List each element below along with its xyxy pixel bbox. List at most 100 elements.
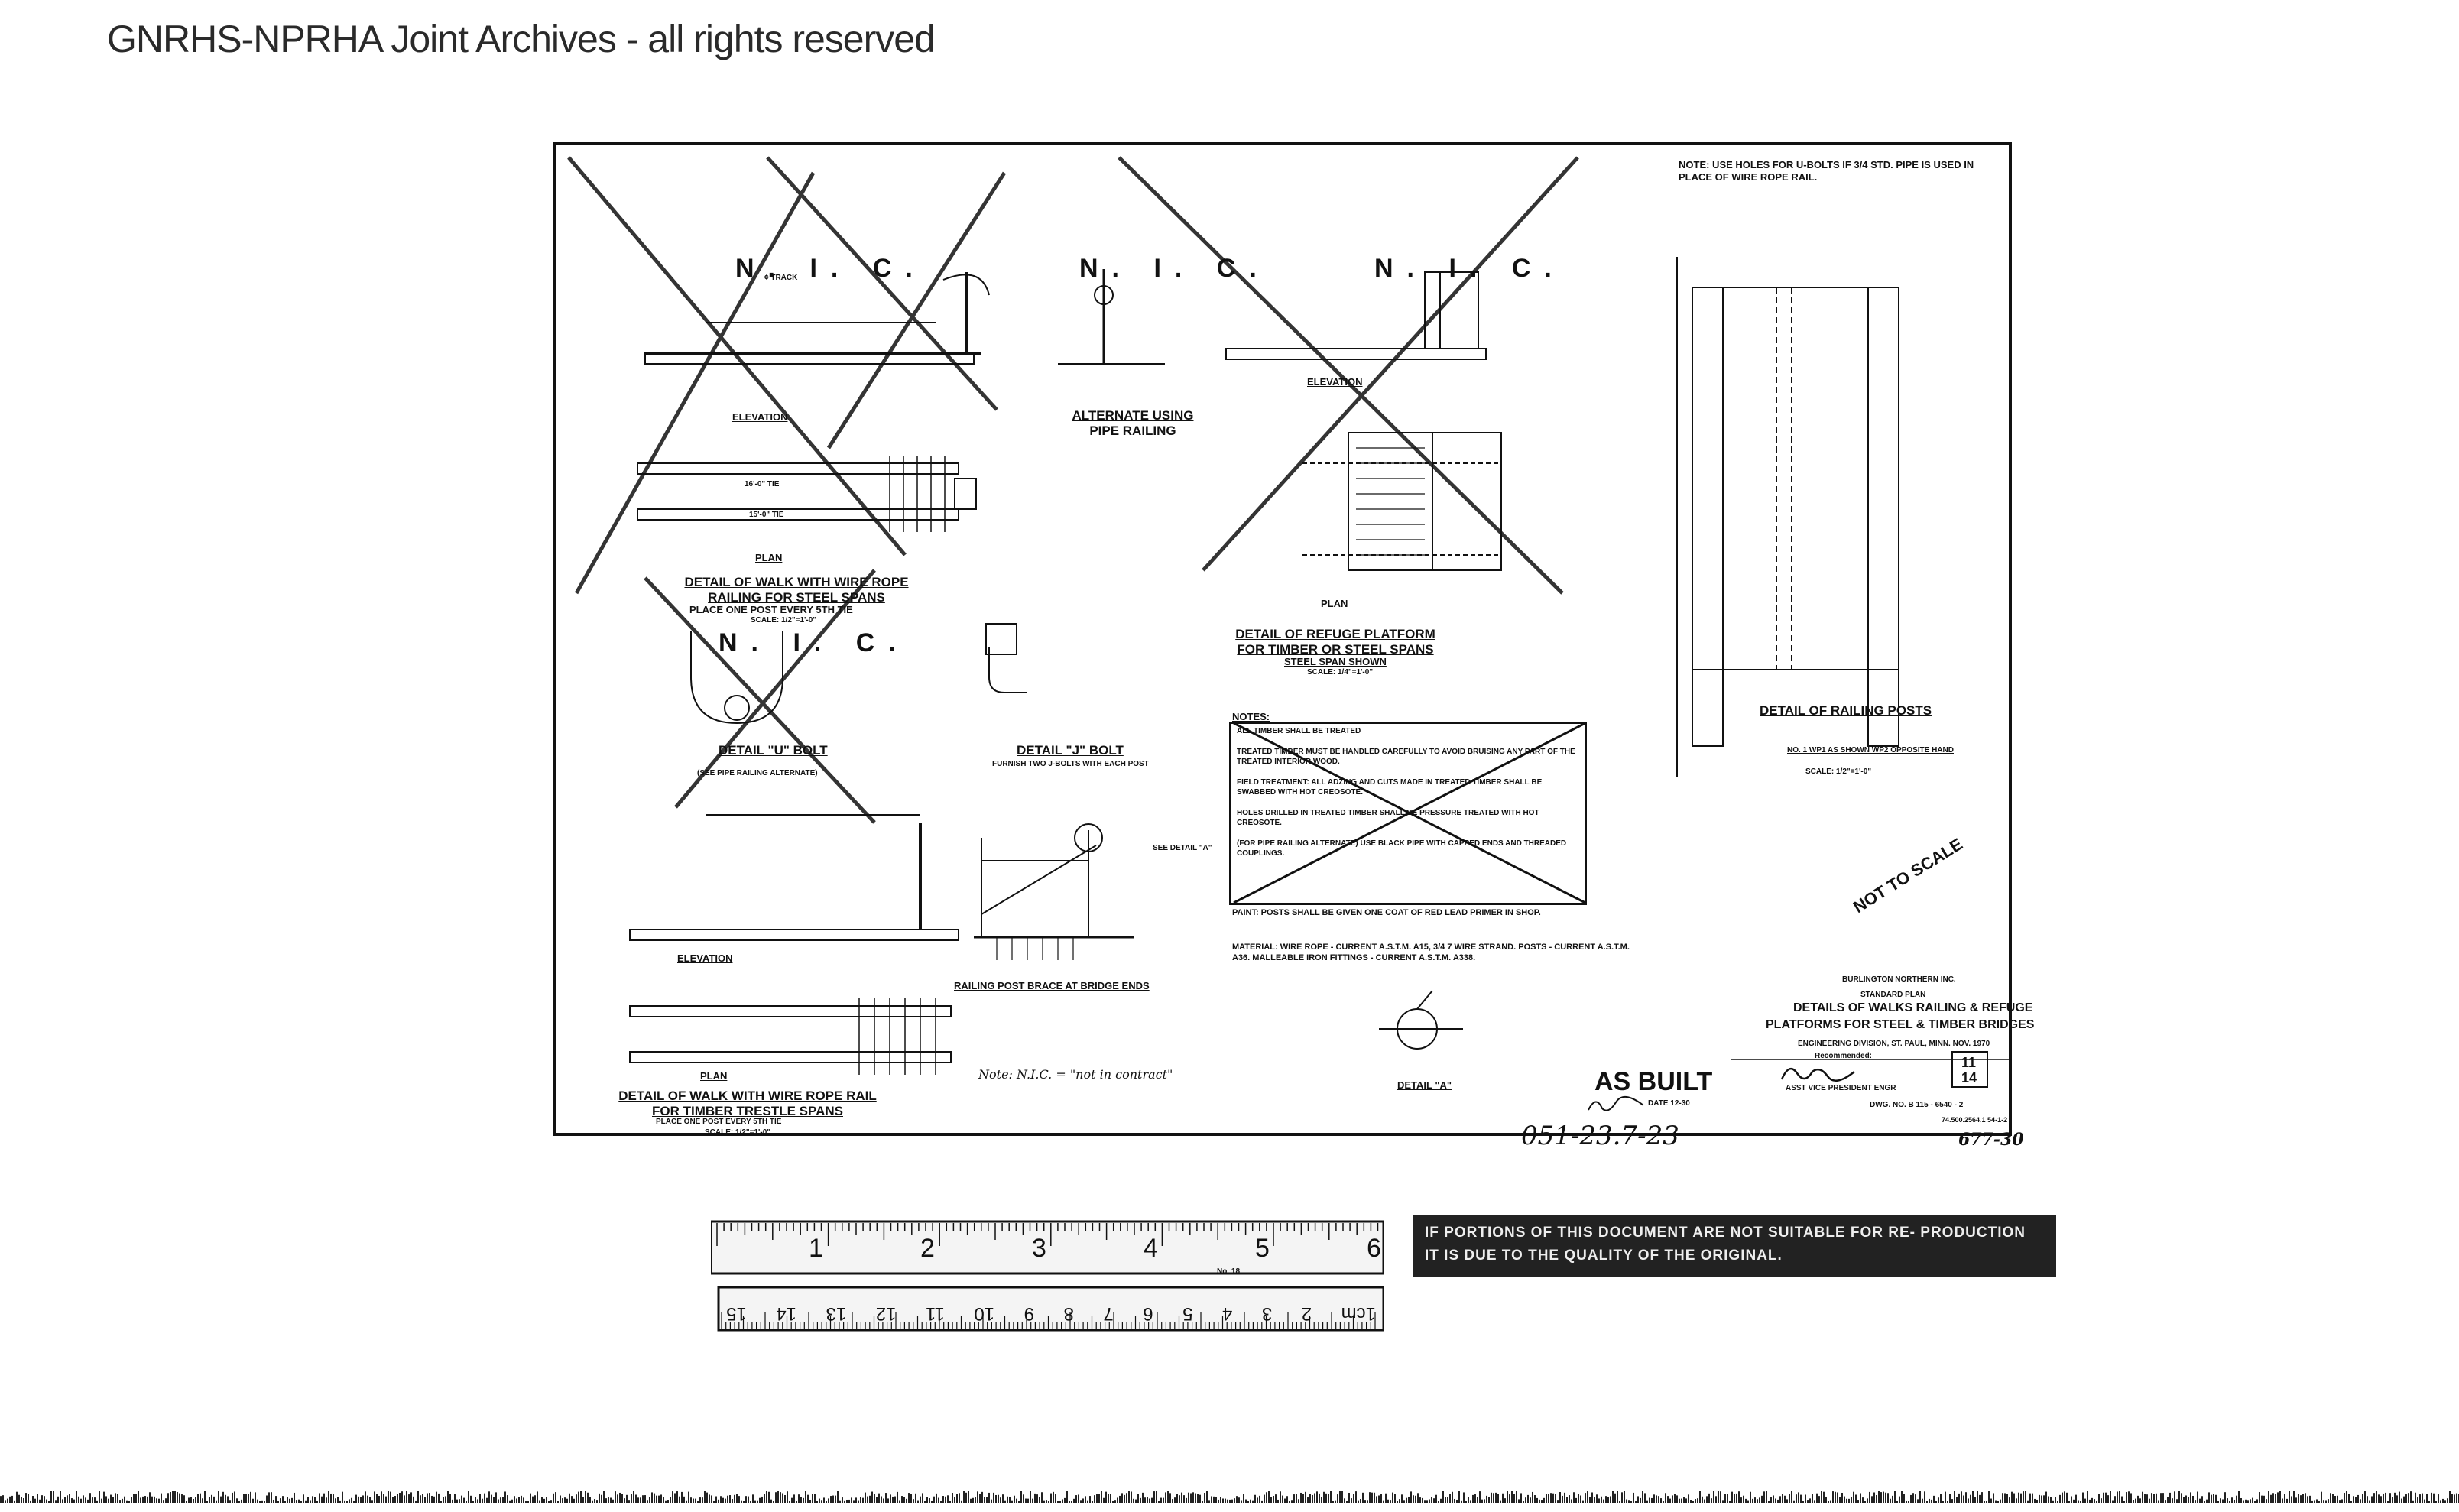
noise-speck bbox=[1169, 1493, 1171, 1503]
noise-speck bbox=[1945, 1491, 1946, 1503]
noise-speck bbox=[1940, 1494, 1942, 1503]
noise-speck bbox=[1589, 1497, 1591, 1503]
noise-speck bbox=[965, 1492, 967, 1503]
noise-speck bbox=[1468, 1497, 1469, 1503]
noise-speck bbox=[2190, 1492, 2191, 1503]
scan-edge-noise bbox=[0, 1491, 2459, 1503]
walk-steel-scale: SCALE: 1/2"=1'-0" bbox=[751, 616, 817, 625]
noise-speck bbox=[1087, 1500, 1088, 1503]
elevation-label-2: ELEVATION bbox=[1307, 376, 1363, 388]
noise-speck bbox=[1190, 1493, 1192, 1503]
noise-speck bbox=[1894, 1491, 1896, 1503]
noise-speck bbox=[775, 1492, 777, 1503]
noise-speck bbox=[1644, 1493, 1646, 1503]
noise-speck bbox=[2039, 1494, 2040, 1503]
noise-speck bbox=[2135, 1498, 2136, 1503]
noise-speck bbox=[1974, 1497, 1976, 1503]
noise-speck bbox=[1341, 1491, 1343, 1503]
noise-speck bbox=[438, 1493, 440, 1503]
noise-speck bbox=[1112, 1501, 1114, 1503]
noise-speck bbox=[154, 1496, 155, 1503]
noise-speck bbox=[431, 1495, 433, 1503]
noise-speck bbox=[264, 1501, 265, 1503]
inch-mark-2: 2 bbox=[920, 1234, 935, 1263]
noise-speck bbox=[2424, 1499, 2425, 1503]
noise-speck bbox=[1032, 1498, 1033, 1503]
noise-speck bbox=[362, 1495, 364, 1503]
noise-speck bbox=[401, 1491, 403, 1503]
noise-speck bbox=[1406, 1497, 1407, 1503]
noise-speck bbox=[188, 1497, 190, 1503]
noise-speck bbox=[2339, 1500, 2341, 1503]
noise-speck bbox=[690, 1497, 692, 1503]
noise-speck bbox=[1885, 1492, 1886, 1503]
noise-speck bbox=[2188, 1497, 2189, 1503]
noise-speck bbox=[734, 1494, 735, 1503]
noise-speck bbox=[1759, 1497, 1760, 1503]
noise-speck bbox=[1786, 1499, 1788, 1503]
noise-speck bbox=[236, 1498, 238, 1503]
noise-speck bbox=[1312, 1494, 1313, 1503]
noise-speck bbox=[2302, 1494, 2304, 1503]
noise-speck bbox=[718, 1499, 719, 1503]
noise-speck bbox=[1736, 1493, 1737, 1503]
noise-speck bbox=[112, 1497, 114, 1503]
noise-speck bbox=[1144, 1497, 1146, 1503]
plan-label-1: PLAN bbox=[755, 552, 783, 563]
noise-speck bbox=[2360, 1499, 2361, 1503]
noise-speck bbox=[190, 1497, 192, 1503]
noise-speck bbox=[71, 1498, 73, 1503]
noise-speck bbox=[1131, 1491, 1132, 1503]
noise-speck bbox=[472, 1501, 474, 1503]
noise-speck bbox=[899, 1500, 900, 1503]
noise-speck bbox=[1591, 1492, 1593, 1503]
noise-speck bbox=[887, 1498, 889, 1503]
noise-speck bbox=[335, 1498, 336, 1503]
noise-speck bbox=[355, 1494, 357, 1503]
noise-speck bbox=[2167, 1497, 2169, 1503]
noise-speck bbox=[307, 1497, 309, 1503]
noise-speck bbox=[177, 1491, 178, 1503]
noise-speck bbox=[959, 1493, 960, 1503]
noise-speck bbox=[903, 1497, 905, 1503]
noise-speck bbox=[1117, 1497, 1118, 1503]
noise-speck bbox=[791, 1497, 793, 1503]
noise-speck bbox=[878, 1493, 880, 1503]
noise-speck bbox=[1770, 1497, 1772, 1503]
noise-speck bbox=[291, 1497, 293, 1503]
noise-speck bbox=[1922, 1498, 1923, 1503]
noise-speck bbox=[1809, 1498, 1811, 1503]
noise-speck bbox=[1507, 1491, 1508, 1503]
noise-speck bbox=[257, 1499, 258, 1503]
noise-speck bbox=[1938, 1497, 1939, 1503]
plan-label-3: PLAN bbox=[700, 1070, 728, 1082]
noise-speck bbox=[1995, 1500, 1997, 1503]
noise-speck bbox=[832, 1495, 834, 1503]
noise-speck bbox=[1546, 1494, 1547, 1503]
noise-speck bbox=[906, 1498, 907, 1503]
noise-speck bbox=[1461, 1500, 1462, 1503]
noise-speck bbox=[2373, 1493, 2375, 1503]
noise-speck bbox=[2213, 1494, 2214, 1503]
noise-speck bbox=[2073, 1499, 2075, 1503]
cm-mark-4: 4 bbox=[1222, 1303, 1233, 1324]
noise-speck bbox=[892, 1496, 894, 1503]
noise-speck bbox=[1630, 1501, 1632, 1503]
noise-speck bbox=[894, 1496, 896, 1503]
title-approver: ASST VICE PRESIDENT ENGR bbox=[1786, 1084, 1896, 1092]
noise-speck bbox=[1186, 1497, 1187, 1503]
noise-speck bbox=[1181, 1492, 1182, 1503]
noise-speck bbox=[1587, 1491, 1588, 1503]
noise-speck bbox=[2330, 1493, 2331, 1503]
noise-speck bbox=[2201, 1496, 2203, 1503]
noise-speck bbox=[250, 1491, 251, 1503]
handwritten-number: 051-23.7-23 bbox=[1521, 1121, 1679, 1151]
noise-speck bbox=[1417, 1493, 1419, 1503]
noise-speck bbox=[1539, 1499, 1540, 1503]
noise-speck bbox=[149, 1492, 151, 1503]
walk-steel-subtitle: PLACE ONE POST EVERY 5TH TIE bbox=[689, 604, 853, 615]
noise-speck bbox=[562, 1498, 563, 1503]
noise-speck bbox=[1743, 1495, 1744, 1503]
inch-mark-5: 5 bbox=[1255, 1234, 1270, 1263]
corner-number: 677-30 bbox=[1958, 1130, 2024, 1150]
